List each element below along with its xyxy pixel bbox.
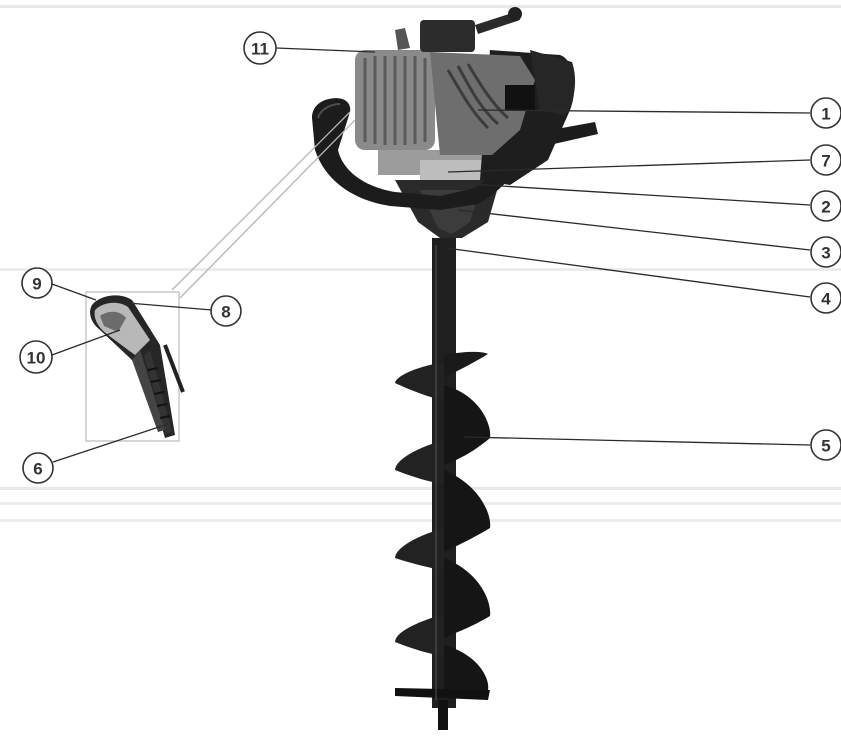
leader-4 — [445, 247, 811, 298]
inset-frame — [85, 291, 180, 442]
leader-10 — [51, 329, 121, 356]
engine — [355, 7, 576, 185]
leader-1 — [477, 109, 811, 114]
callout-11: 11 — [243, 31, 277, 65]
callouts: 1 7 2 3 4 5 11 9 — [19, 31, 841, 484]
callout-8: 8 — [210, 295, 242, 327]
leader-7 — [447, 159, 811, 173]
leader-5 — [463, 436, 811, 446]
inset-leader-upper — [171, 111, 351, 291]
background-rules — [0, 5, 841, 522]
svg-text:4: 4 — [821, 290, 831, 309]
callout-6: 6 — [22, 452, 54, 484]
callout-2: 2 — [810, 190, 841, 222]
leader-3 — [457, 209, 811, 251]
leader-2 — [451, 182, 811, 206]
leader-lines — [51, 47, 811, 463]
svg-text:3: 3 — [821, 244, 830, 263]
svg-text:6: 6 — [33, 460, 42, 479]
svg-text:2: 2 — [821, 198, 830, 217]
leader-9 — [51, 283, 97, 301]
handle-bar — [312, 98, 598, 210]
svg-text:11: 11 — [251, 40, 269, 59]
callout-3: 3 — [810, 236, 841, 268]
leader-6 — [52, 423, 169, 463]
inset-detail — [85, 111, 356, 442]
auger-bit — [395, 238, 491, 730]
svg-text:9: 9 — [32, 275, 41, 294]
callout-5: 5 — [810, 429, 841, 461]
leader-11 — [275, 47, 376, 53]
callout-9: 9 — [21, 267, 53, 299]
callout-4: 4 — [810, 282, 841, 314]
svg-text:5: 5 — [821, 437, 830, 456]
callout-10: 10 — [19, 340, 53, 374]
callout-1: 1 — [810, 97, 841, 129]
svg-text:1: 1 — [821, 105, 830, 124]
callout-7: 7 — [810, 144, 841, 176]
svg-text:10: 10 — [27, 349, 46, 368]
leader-8 — [127, 302, 213, 311]
svg-text:8: 8 — [221, 303, 230, 322]
svg-text:7: 7 — [821, 152, 830, 171]
inset-leader-lower — [179, 119, 356, 299]
